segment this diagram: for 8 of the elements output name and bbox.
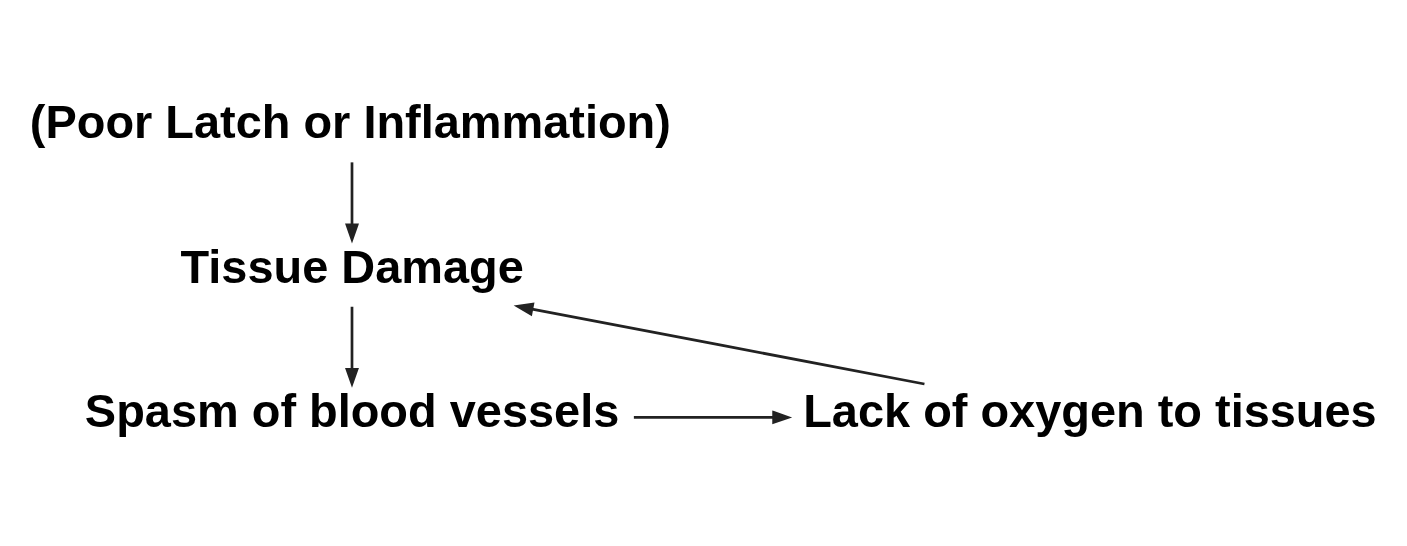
node-text: Tissue Damage: [180, 240, 524, 293]
arrow: [513, 302, 925, 386]
arrow: [345, 306, 359, 388]
arrow: [345, 162, 359, 244]
node-text: Spasm of blood vessels: [84, 384, 620, 437]
arrow: [633, 410, 793, 425]
node-text: (Poor Latch or Inflammation): [29, 96, 671, 149]
node-text: Lack of oxygen to tissues: [803, 384, 1377, 437]
